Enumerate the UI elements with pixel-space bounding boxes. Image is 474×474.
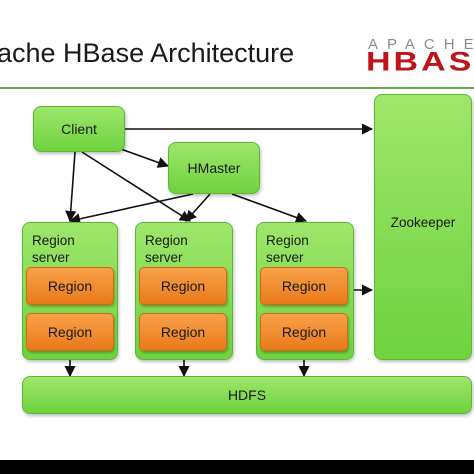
logo-bottom-text: HBASE bbox=[366, 47, 474, 77]
arrow-client-to-hmaster bbox=[117, 147, 170, 168]
region-block: Region bbox=[26, 267, 114, 305]
region-block: Region bbox=[260, 267, 348, 305]
arrow-hmaster-to-rs2 bbox=[185, 193, 211, 222]
hmaster-node: HMaster bbox=[168, 142, 260, 194]
region-block: Region bbox=[26, 313, 114, 351]
region-server-1: Region server Region Region bbox=[22, 222, 118, 360]
slide: ache HBase Architecture APACHE HBASE Cli… bbox=[0, 0, 474, 460]
region-block: Region bbox=[260, 313, 348, 351]
region-server-2: Region server Region Region bbox=[135, 222, 233, 360]
arrow-client-to-rs2 bbox=[81, 151, 191, 222]
region-server-label: Region server bbox=[145, 233, 188, 265]
zookeeper-node: Zookeeper bbox=[374, 94, 472, 360]
zookeeper-label: Zookeeper bbox=[390, 215, 456, 230]
region-block: Region bbox=[139, 313, 227, 351]
title-divider bbox=[0, 87, 474, 89]
region-server-3: Region server Region Region bbox=[256, 222, 354, 360]
arrow-hmaster-to-rs1 bbox=[68, 193, 194, 225]
arrow-hmaster-to-rs3 bbox=[231, 193, 308, 223]
region-block: Region bbox=[139, 267, 227, 305]
logo-top-text: APACHE bbox=[368, 36, 474, 53]
slide-title: ache HBase Architecture bbox=[0, 38, 295, 68]
arrow-client-to-rs1 bbox=[65, 151, 77, 223]
region-server-label: Region server bbox=[32, 233, 75, 265]
region-server-label: Region server bbox=[266, 233, 309, 265]
client-node: Client bbox=[33, 106, 125, 152]
connector-arrows bbox=[64, 123, 374, 378]
hdfs-node: HDFS bbox=[22, 376, 472, 414]
